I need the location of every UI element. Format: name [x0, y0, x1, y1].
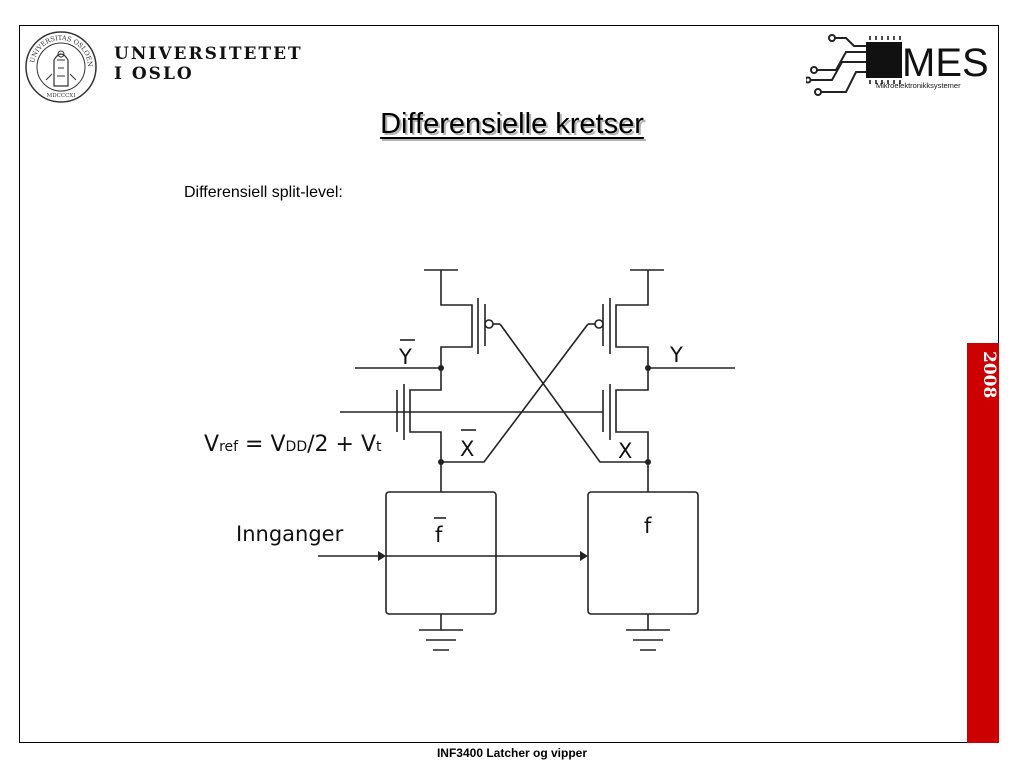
mes-logo-subtitle: Mikroelektronikksystemer: [876, 81, 961, 90]
left-logic-block: [385, 491, 497, 615]
right-logic-block: [587, 491, 699, 615]
seal-lettering: UNIVERSITAS OSLOENSIS: [24, 30, 94, 67]
university-name-line1: UNIVERSITETET: [114, 44, 303, 64]
slide-footer: INF3400 Latcher og vipper: [436, 746, 588, 760]
label-f: f: [644, 514, 652, 538]
left-ground: [419, 614, 463, 651]
label-inputs: Innganger: [236, 522, 344, 546]
right-vdd-wire: [615, 270, 649, 368]
label-f-bar: f: [435, 523, 443, 547]
label-x: X: [618, 439, 632, 463]
mes-logo: MES Mikroelektronikksystemer: [806, 34, 989, 96]
slide-subtitle: Differensiell split-level:: [184, 184, 343, 201]
label-vref: Vref = VDD/2 + Vt: [204, 432, 382, 457]
mes-logo-text: MES: [902, 41, 989, 85]
year-sidebar: 2008: [967, 343, 999, 743]
left-vdd-wire: [440, 270, 473, 368]
cross-wire-1: [499, 323, 648, 463]
label-y: Y: [669, 343, 683, 367]
label-x-bar: X: [460, 437, 474, 461]
svg-text:MDCCCXI: MDCCCXI: [47, 93, 76, 99]
inputs-arrow-right: [580, 551, 588, 561]
inputs-arrow-left: [378, 551, 386, 561]
cross-wire-2: [441, 323, 589, 463]
right-ground: [626, 614, 670, 651]
slide-title: Differensielle kretser: [380, 108, 644, 140]
year-label: 2008: [979, 351, 999, 399]
split-level-circuit-diagram: Y Y X X Vref = VDD/2 + Vt Innganger f f: [204, 269, 735, 651]
university-name-line2: I OSLO: [114, 64, 194, 84]
university-name: UNIVERSITETET I OSLO: [114, 44, 303, 84]
university-seal-logo: UNIVERSITAS OSLOENSIS MDCCCXI: [24, 30, 97, 103]
left-pmos-gate-bubble: [484, 319, 494, 329]
right-pmos-gate-bubble: [594, 319, 604, 329]
label-y-bar: Y: [398, 345, 412, 369]
